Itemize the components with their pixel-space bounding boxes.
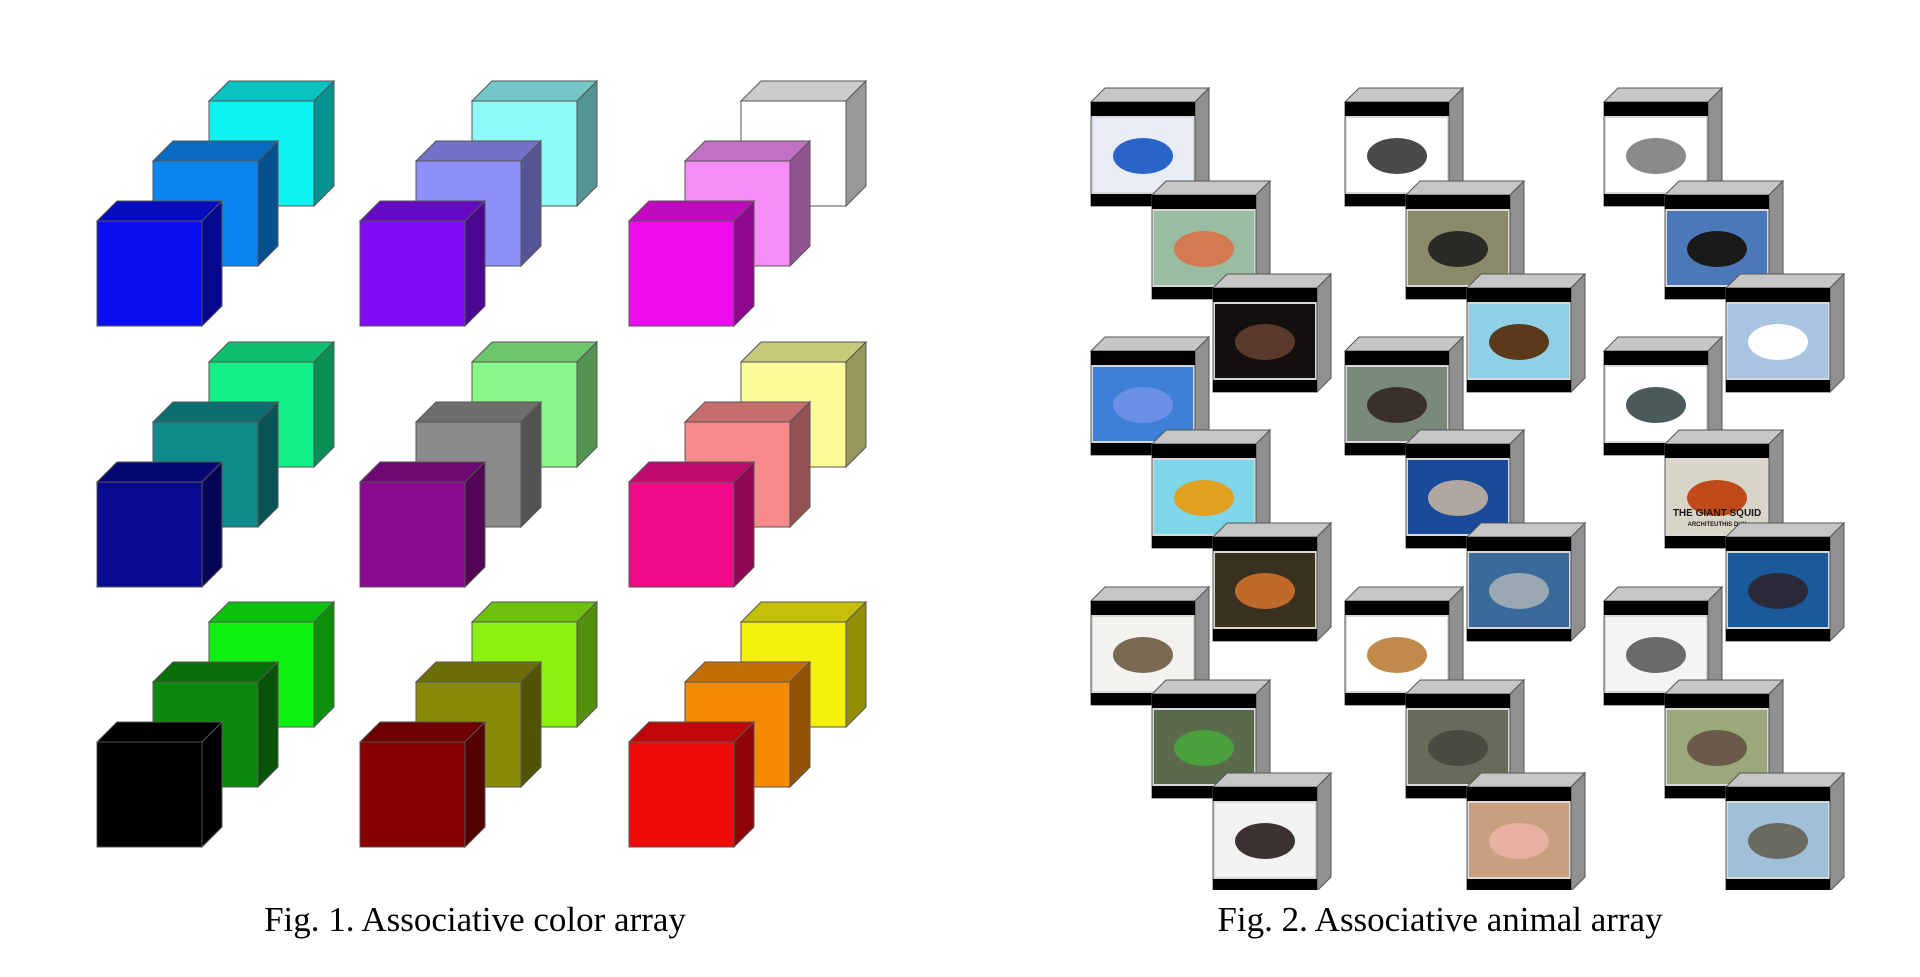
animal-figure — [1489, 573, 1549, 609]
animal-figure — [1113, 138, 1173, 174]
animal-cube-fossil-lizard — [1343, 86, 1465, 208]
animal-cube-plesiosaur — [1602, 335, 1724, 457]
animal-figure — [1428, 480, 1488, 516]
animal-figure — [1367, 637, 1427, 673]
animal-figure — [1748, 573, 1808, 609]
animal-figure — [1489, 823, 1549, 859]
animal-cube-jellyfish — [1089, 335, 1211, 457]
squid-label: ARCHITEUTHIS DUX — [1687, 522, 1746, 528]
animal-figure — [1626, 387, 1686, 423]
animal-figure — [1367, 138, 1427, 174]
animal-cube-seagull — [1724, 272, 1846, 394]
animal-figure — [1428, 231, 1488, 267]
animal-figure — [1113, 387, 1173, 423]
animal-cube-grouse — [1404, 179, 1526, 301]
color-cube — [627, 460, 756, 589]
animal-figure — [1235, 823, 1295, 859]
animal-cube-elephant — [1724, 771, 1846, 890]
animal-cube-pig — [1465, 771, 1587, 890]
animal-cube-whale — [1724, 521, 1846, 643]
animal-cube-seahorse — [1150, 428, 1272, 550]
figure-1-color-array: Fig. 1. Associative color array — [95, 79, 868, 939]
animal-cube-stegosaurus — [1602, 585, 1724, 707]
color-cube — [358, 199, 487, 328]
animal-cube-starfish — [1211, 521, 1333, 643]
animal-figure — [1687, 730, 1747, 766]
animal-figure — [1687, 231, 1747, 267]
animal-figure — [1748, 324, 1808, 360]
animal-figure — [1174, 730, 1234, 766]
color-cube — [358, 460, 487, 589]
animal-cube-catfish — [1404, 428, 1526, 550]
color-cube — [627, 720, 756, 849]
animal-cube-bat — [1211, 272, 1333, 394]
animal-figure — [1235, 573, 1295, 609]
animal-figure — [1489, 324, 1549, 360]
animal-cube-rat — [1211, 771, 1333, 890]
animal-figure — [1235, 324, 1295, 360]
animal-cube-dolphin — [1465, 521, 1587, 643]
animal-cube-hummingbird — [1150, 179, 1272, 301]
figure-1-caption: Fig. 1. Associative color array — [264, 900, 686, 939]
animal-figure — [1687, 480, 1747, 516]
color-cube-array — [95, 79, 868, 849]
color-cube — [95, 720, 224, 849]
animal-figure — [1428, 730, 1488, 766]
animal-cube-pterodactyl — [1602, 86, 1724, 208]
animal-figure — [1367, 387, 1427, 423]
animal-cube-trilobite — [1089, 585, 1211, 707]
animal-cube-condor — [1663, 179, 1785, 301]
animal-figure — [1113, 637, 1173, 673]
color-cube — [358, 720, 487, 849]
squid-label: THE GIANT SQUID — [1673, 508, 1761, 519]
animal-figure — [1174, 480, 1234, 516]
color-cube — [95, 199, 224, 328]
animal-figure — [1626, 637, 1686, 673]
color-cube — [627, 199, 756, 328]
animal-figure — [1174, 231, 1234, 267]
animal-cube-eagle — [1465, 272, 1587, 394]
animal-figure — [1626, 138, 1686, 174]
figure-2-animal-array: THE GIANT SQUID ARCHITEUTHIS DUX Fig. 2. … — [960, 0, 1920, 977]
animal-cube-array: THE GIANT SQUID ARCHITEUTHIS DUX — [1089, 86, 1846, 890]
animal-cube-giant-squid: THE GIANT SQUID ARCHITEUTHIS DUX — [1663, 428, 1785, 550]
animal-cube-lizard — [1150, 678, 1272, 800]
animal-cube-tortoise — [1663, 678, 1785, 800]
figure-2-caption: Fig. 2. Associative animal array — [1217, 900, 1663, 939]
color-cube — [95, 460, 224, 589]
animal-figure — [1748, 823, 1808, 859]
